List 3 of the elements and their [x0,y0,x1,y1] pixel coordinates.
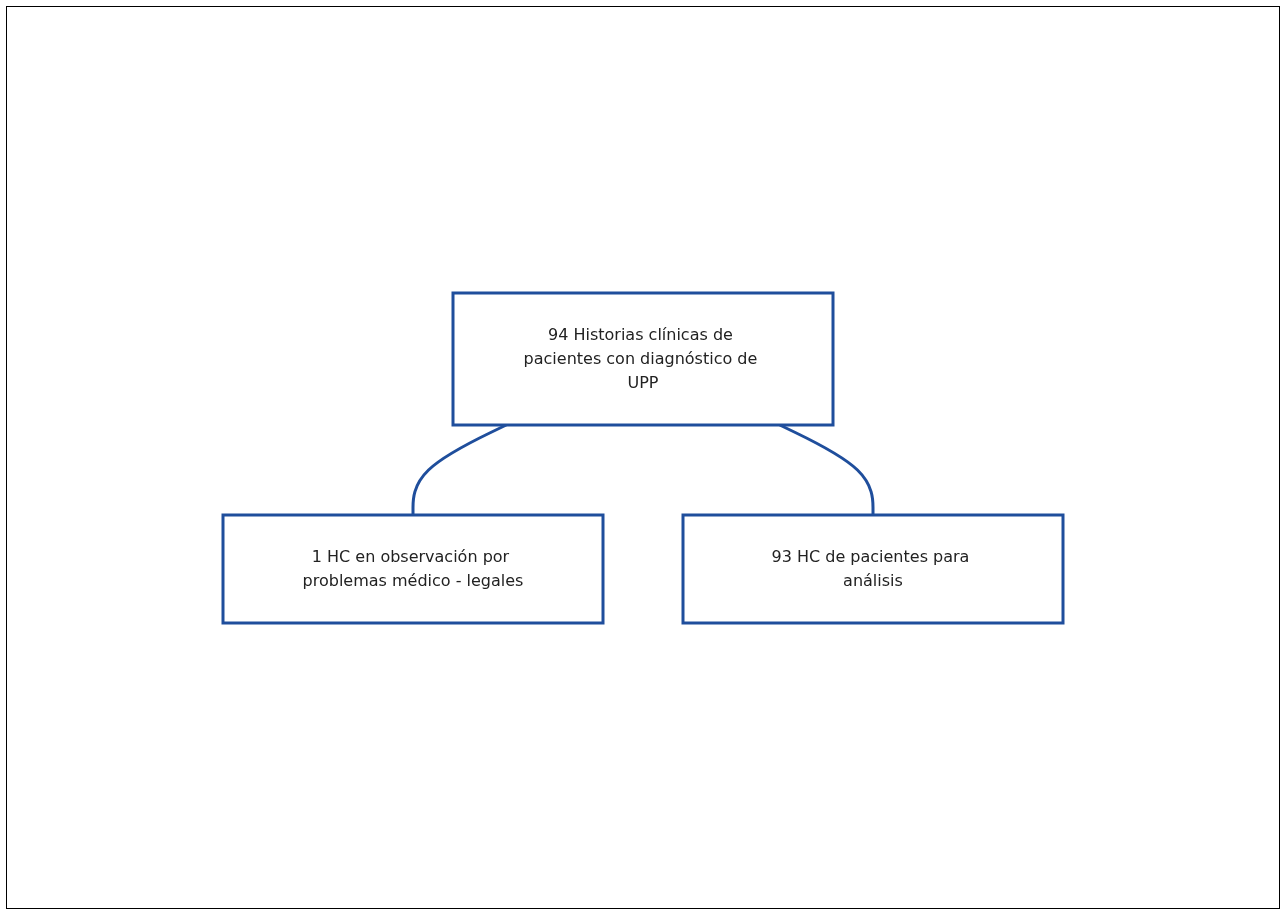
node-box: 94 Historias clínicas de pacientes con diagnóstico de UPP [451,291,835,426]
node-box: 93 HC de pacientes para análisis [681,513,1065,624]
node-box: 1 HC en observación por problemas médico - legales [221,513,605,624]
